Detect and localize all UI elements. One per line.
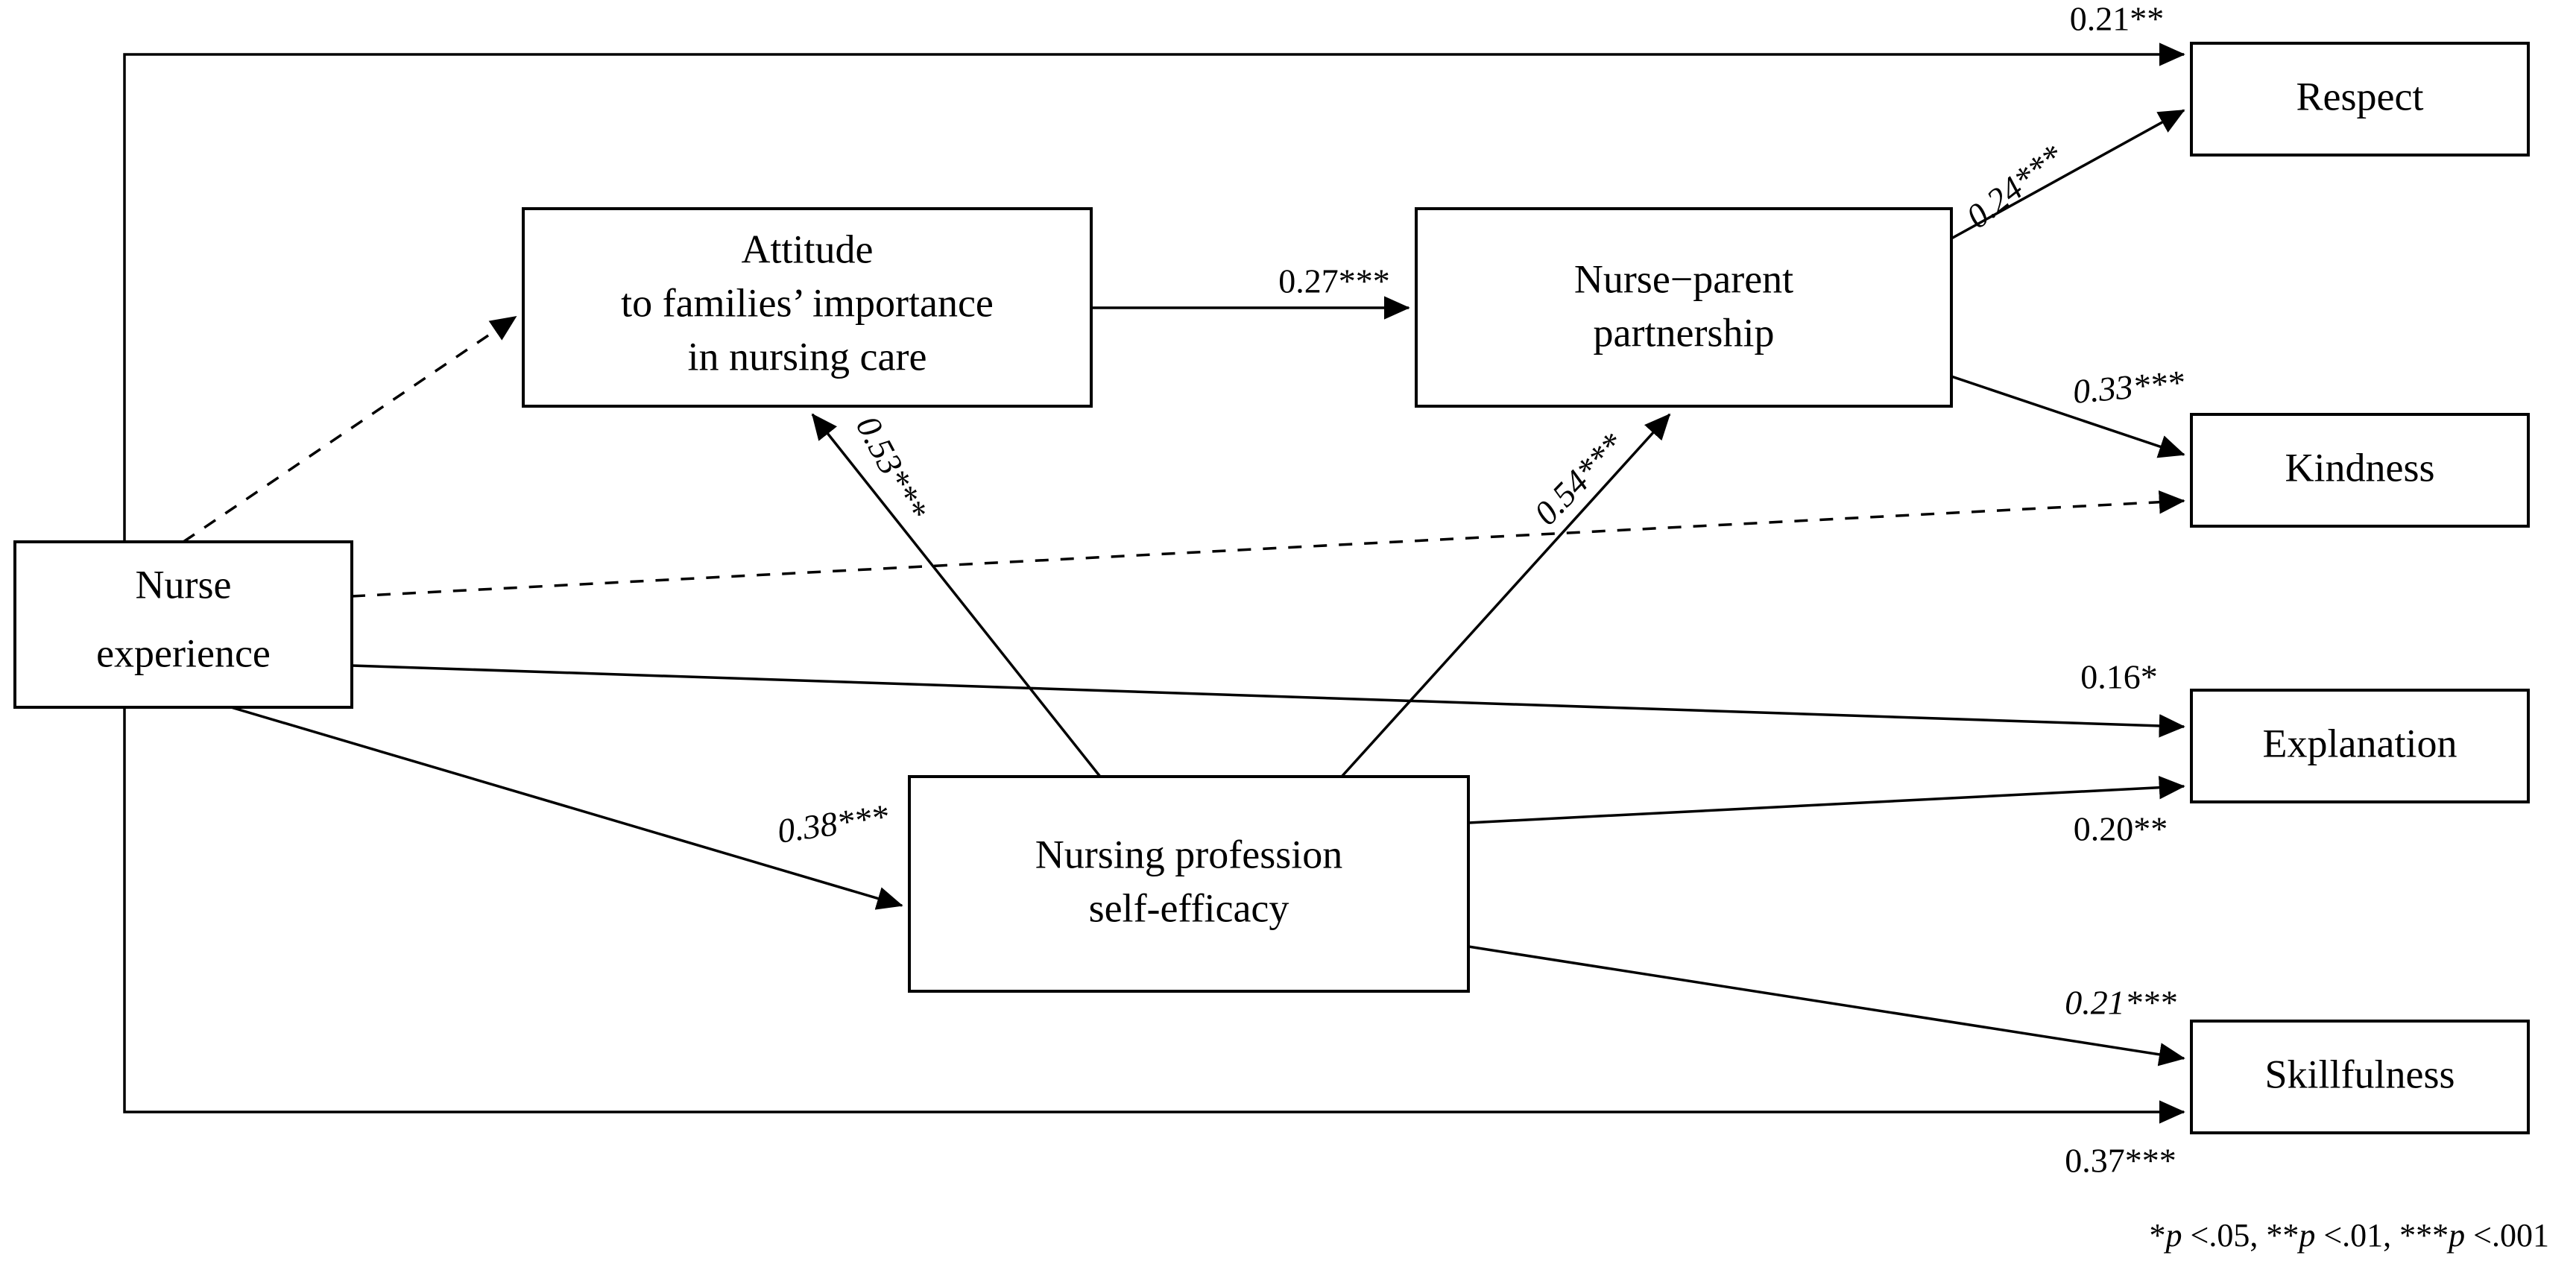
- node-layer: Nurse experience Attitude to families’ i…: [13, 42, 2530, 1134]
- edge-partnership-to-respect[interactable]: [1951, 109, 2185, 240]
- coef-kindness-from-partnership: 0.33***: [2071, 363, 2185, 411]
- node-label-line: experience: [96, 631, 271, 675]
- footnote-pvar-2: p: [2296, 1217, 2315, 1254]
- node-skillfulness[interactable]: Skillfulness: [2190, 1020, 2530, 1134]
- node-label-line: partnership: [1594, 310, 1775, 355]
- node-explanation[interactable]: Explanation: [2190, 689, 2530, 803]
- edge-nurse-experience-to-explanation[interactable]: [351, 664, 2185, 738]
- coef-skillfulness-from-self-efficacy: 0.21***: [2065, 984, 2176, 1022]
- node-label-line: Attitude: [742, 227, 874, 271]
- edge-self-efficacy-to-partnership[interactable]: [1340, 413, 1671, 778]
- node-label-line: Nurse: [136, 562, 232, 607]
- edge-nurse-experience-to-kindness[interactable]: [351, 490, 2185, 598]
- footnote-value-1: <.05,: [2182, 1217, 2258, 1254]
- footnote-stars-2: **: [2266, 1217, 2299, 1254]
- coef-respect-from-nurse-experience: 0.21**: [2070, 0, 2165, 38]
- node-label-line: to families’ importance: [621, 280, 994, 325]
- coef-attitude-from-self-efficacy: 0.53***: [849, 410, 935, 526]
- node-respect[interactable]: Respect: [2190, 42, 2530, 157]
- edge-nurse-experience-to-respect[interactable]: [123, 42, 2185, 707]
- svg-text:*p <.05, **p <.01, ***p <.001: *p <.05, **p <.01, ***p <.001: [2150, 1217, 2549, 1254]
- footnote-stars-1: *: [2150, 1217, 2166, 1254]
- node-label-line: Nursing profession: [1035, 832, 1342, 876]
- coef-skillfulness-from-nurse-experience: 0.37***: [2065, 1142, 2176, 1180]
- node-kindness[interactable]: Kindness: [2190, 413, 2530, 528]
- node-label-line: Skillfulness: [2264, 1052, 2455, 1096]
- node-label-line: self-efficacy: [1089, 885, 1289, 930]
- coef-self-efficacy-from-nurse-experience: 0.38***: [775, 797, 891, 850]
- edge-nurse-experience-to-attitude[interactable]: [183, 315, 517, 543]
- edge-layer: [123, 42, 2185, 1124]
- node-label-line: in nursing care: [688, 334, 927, 379]
- node-self-efficacy[interactable]: Nursing profession self-efficacy: [908, 775, 1470, 993]
- node-attitude[interactable]: Attitude to families’ importance in nurs…: [522, 207, 1093, 408]
- edge-nurse-experience-to-skillfulness[interactable]: [123, 542, 2185, 1124]
- significance-footnote: *p <.05, **p <.01, ***p <.001: [2150, 1217, 2549, 1254]
- edge-partnership-to-kindness[interactable]: [1951, 375, 2185, 458]
- node-label-line: Kindness: [2285, 445, 2435, 490]
- footnote-value-2: <.01,: [2315, 1217, 2391, 1254]
- node-label-line: Respect: [2296, 74, 2424, 119]
- edge-self-efficacy-to-attitude[interactable]: [811, 413, 1102, 778]
- edge-self-efficacy-to-explanation[interactable]: [1468, 775, 2185, 824]
- node-label-line: Explanation: [2263, 721, 2457, 765]
- coef-explanation-from-nurse-experience: 0.16*: [2080, 658, 2158, 696]
- coef-respect-from-partnership: 0.24***: [1959, 137, 2070, 236]
- edge-nurse-experience-to-self-efficacy[interactable]: [230, 706, 903, 910]
- footnote-stars-3: ***: [2399, 1217, 2449, 1254]
- coef-explanation-from-self-efficacy: 0.20**: [2074, 810, 2168, 848]
- node-label-line: Nurse−parent: [1574, 256, 1793, 301]
- footnote-pvar-3: p: [2446, 1217, 2465, 1254]
- node-nurse-experience[interactable]: Nurse experience: [13, 540, 353, 709]
- coef-partnership-from-attitude: 0.27***: [1278, 262, 1390, 300]
- edge-self-efficacy-to-skillfulness[interactable]: [1468, 945, 2185, 1067]
- node-nurse-parent-partnership[interactable]: Nurse−parent partnership: [1415, 207, 1953, 408]
- footnote-pvar-1: p: [2164, 1217, 2182, 1254]
- coefficient-layer: 0.21** 0.24*** 0.33*** 0.16* 0.20** 0.21…: [775, 0, 2186, 1180]
- footnote-value-3: <.001: [2465, 1217, 2549, 1254]
